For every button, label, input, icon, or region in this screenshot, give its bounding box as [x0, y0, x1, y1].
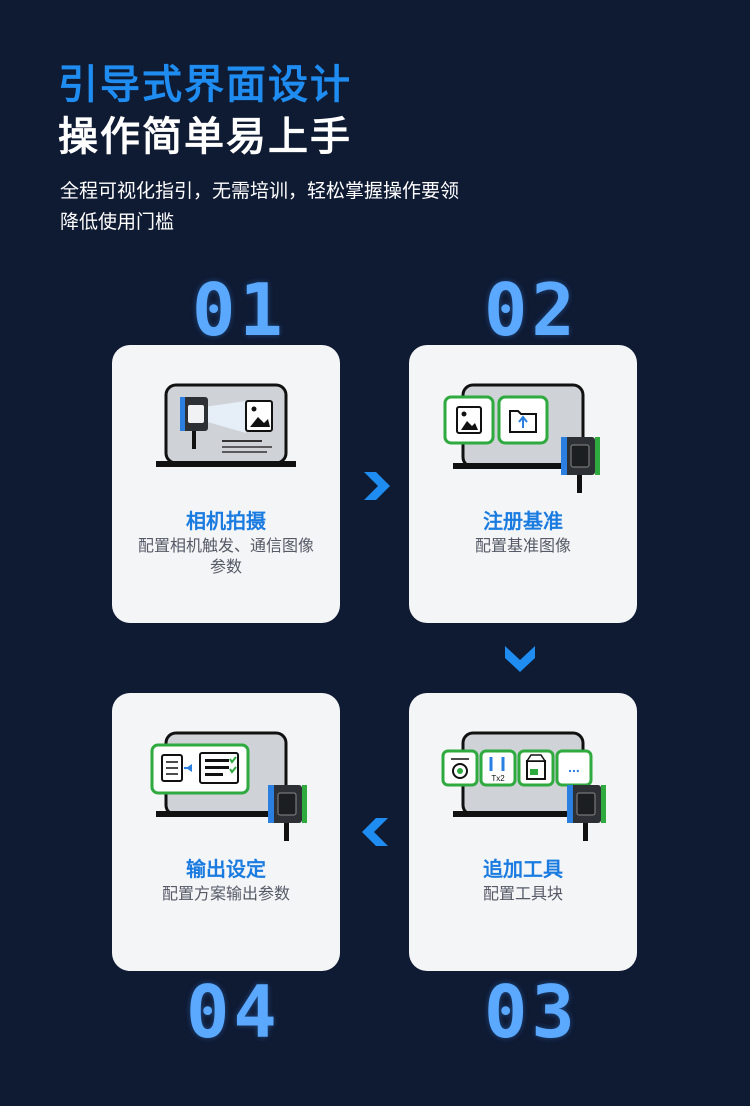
step-description: 配置方案输出参数	[161, 884, 290, 903]
step-card-camera-capture[interactable]: 相机拍摄 配置相机触发、通信图像参数	[112, 345, 340, 623]
step-card-register-reference[interactable]: 注册基准 配置基准图像	[409, 345, 637, 623]
chevron-down-icon	[505, 646, 535, 672]
register-reference-illustration	[443, 383, 600, 493]
step-description: 配置工具块	[482, 884, 563, 903]
step-number-04: 04	[186, 970, 281, 1054]
step-card-add-tools[interactable]: Tx2 ... 追加工具 配置工具块	[409, 693, 637, 971]
subtitle-line-2: 降低使用门槛	[60, 211, 175, 233]
title-line-2: 操作简单易上手	[58, 114, 352, 160]
chevron-right-icon	[364, 472, 390, 500]
step-title: 相机拍摄	[186, 509, 266, 533]
step-number-01: 01	[192, 268, 287, 352]
chevron-left-icon	[362, 818, 388, 846]
step-number-02: 02	[484, 268, 579, 352]
title-line-1: 引导式界面设计	[58, 62, 352, 108]
tool-badge: Tx2	[491, 774, 505, 783]
step-description: 配置相机触发、通信图像参数	[137, 536, 314, 576]
step-title: 输出设定	[186, 857, 266, 881]
subtitle: 全程可视化指引，无需培训，轻松掌握操作要领 降低使用门槛	[60, 176, 459, 238]
step-description: 配置基准图像	[474, 536, 571, 555]
step-card-output-settings[interactable]: 输出设定 配置方案输出参数	[112, 693, 340, 971]
add-tools-illustration: Tx2 ...	[441, 731, 606, 841]
more-tools-icon: ...	[568, 759, 580, 775]
output-settings-illustration	[150, 731, 307, 841]
step-number-03: 03	[484, 970, 579, 1054]
camera-capture-illustration	[156, 383, 296, 467]
subtitle-line-1: 全程可视化指引，无需培训，轻松掌握操作要领	[60, 180, 460, 202]
step-title: 追加工具	[483, 857, 563, 881]
step-title: 注册基准	[483, 509, 563, 533]
